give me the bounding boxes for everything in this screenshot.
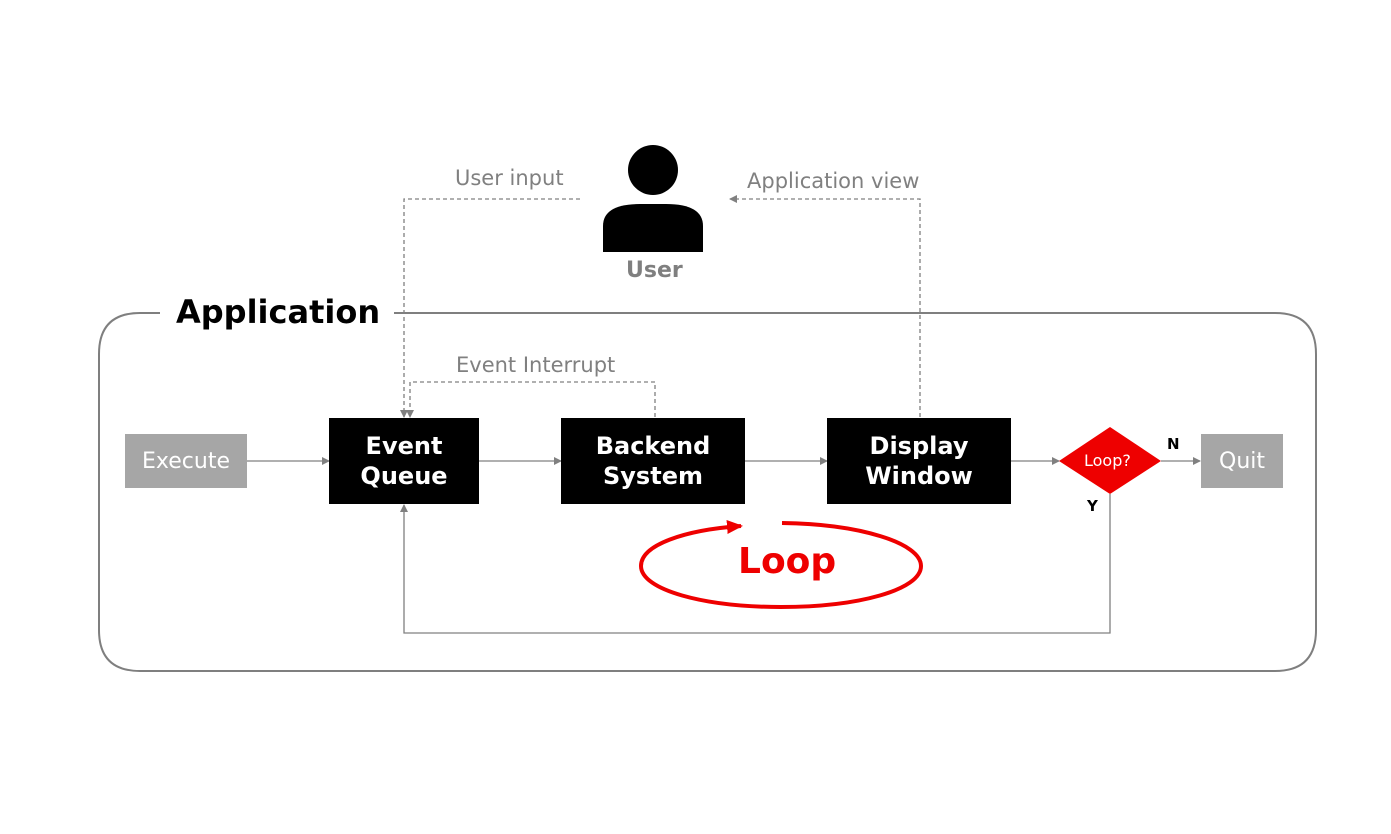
user-icon	[603, 145, 703, 252]
application-container	[98, 312, 1317, 672]
loop-back-arrow	[400, 494, 1111, 634]
branch-no-label: N	[1167, 435, 1180, 453]
backend-system-node: Backend System	[561, 418, 745, 504]
decision-diamond	[1059, 427, 1161, 494]
branch-yes-label: Y	[1087, 497, 1098, 515]
loop-ellipse	[638, 520, 924, 610]
event-queue-node: Event Queue	[329, 418, 479, 504]
user-input-label: User input	[455, 166, 564, 190]
event-interrupt-arrow	[406, 381, 656, 418]
loop-label: Loop	[738, 541, 837, 582]
quit-node: Quit	[1201, 434, 1283, 488]
decision-label: Loop?	[1084, 451, 1131, 470]
application-view-arrow	[729, 195, 921, 417]
display-window-node: Display Window	[827, 418, 1011, 504]
event-interrupt-label: Event Interrupt	[456, 353, 616, 377]
application-view-label: Application view	[747, 169, 920, 193]
execute-node: Execute	[125, 434, 247, 488]
application-title: Application	[162, 293, 395, 331]
user-input-arrow	[400, 198, 580, 418]
user-label: User	[626, 258, 683, 283]
